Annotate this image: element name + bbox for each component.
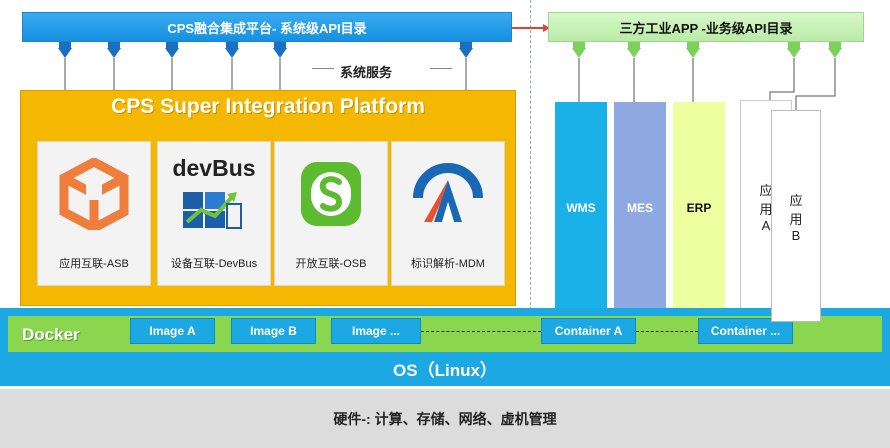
api-pin xyxy=(58,42,72,58)
service-label-line-right xyxy=(430,68,452,69)
hardware-band: 硬件-: 计算、存储、网络、虚机管理 xyxy=(0,389,890,448)
card-osb[interactable]: 开放互联-OSB xyxy=(274,141,388,286)
api-pin xyxy=(459,42,473,58)
api-pin xyxy=(165,42,179,58)
os-label: OS（Linux） xyxy=(393,361,497,380)
card-devbus-label: 设备互联-DevBus xyxy=(170,258,258,270)
container-more[interactable]: Container ... xyxy=(698,318,793,344)
api-pin xyxy=(572,42,586,58)
container-dashed-link xyxy=(636,331,698,332)
card-asb[interactable]: 应用互联-ASB xyxy=(37,141,151,286)
api-link-arrow xyxy=(512,24,550,32)
docker-image-label: Image ... xyxy=(351,324,401,338)
app-a-char: 应 xyxy=(759,182,773,198)
cps-platform-panel: CPS Super Integration Platform 应用互联-ASB … xyxy=(20,90,516,306)
docker-image-b[interactable]: Image B xyxy=(231,318,316,344)
cps-api-catalog-bar[interactable]: CPS融合集成平台- 系统级API目录 xyxy=(22,12,512,42)
docker-image-more[interactable]: Image ... xyxy=(331,318,421,344)
app-erp-label: ERP xyxy=(686,201,712,215)
card-devbus[interactable]: devBus 设备互联-DevBus xyxy=(157,141,271,286)
app-mes-label: MES xyxy=(626,201,653,215)
container-label: Container ... xyxy=(710,324,781,338)
app-b-char: 应 xyxy=(789,192,803,208)
section-divider xyxy=(530,0,531,310)
devbus-logo-text: devBus xyxy=(172,155,255,181)
card-asb-label: 应用互联-ASB xyxy=(59,258,129,270)
api-pin xyxy=(107,42,121,58)
card-osb-label: 开放互联-OSB xyxy=(295,258,367,270)
third-party-api-catalog-bar[interactable]: 三方工业APP -业务级API目录 xyxy=(548,12,864,42)
app-wms[interactable]: WMS xyxy=(555,102,607,314)
card-mdm-label: 标识解析-MDM xyxy=(411,258,485,270)
service-label-line-left xyxy=(312,68,334,69)
container-a[interactable]: Container A xyxy=(541,318,636,344)
app-a-char: 用 xyxy=(759,201,773,217)
image-container-dashed-link xyxy=(421,331,541,332)
app-wms-label: WMS xyxy=(566,201,596,215)
system-service-label: 系统服务 xyxy=(340,65,393,80)
app-mes[interactable]: MES xyxy=(614,102,666,314)
app-erp[interactable]: ERP xyxy=(673,102,725,314)
app-b-char: B xyxy=(791,227,801,243)
platform-title: CPS Super Integration Platform xyxy=(111,95,425,118)
mdm-peak-icon xyxy=(412,158,484,235)
third-party-api-catalog-label: 三方工业APP -业务级API目录 xyxy=(619,20,793,36)
container-label: Container A xyxy=(554,324,623,338)
app-b-char: 用 xyxy=(789,211,803,227)
asb-cube-icon xyxy=(58,156,130,235)
api-pin xyxy=(225,42,239,58)
api-pin xyxy=(627,42,641,58)
hardware-label: 硬件-: 计算、存储、网络、虚机管理 xyxy=(333,410,557,427)
osb-s-icon xyxy=(297,158,365,235)
api-pin xyxy=(273,42,287,58)
docker-image-a[interactable]: Image A xyxy=(130,318,215,344)
app-a-char: A xyxy=(761,217,771,233)
docker-image-label: Image A xyxy=(149,324,196,338)
cps-api-catalog-label: CPS融合集成平台- 系统级API目录 xyxy=(167,20,367,36)
docker-image-label: Image B xyxy=(250,324,297,338)
devbus-logo-icon: devBus xyxy=(171,152,257,241)
card-mdm[interactable]: 标识解析-MDM xyxy=(391,141,505,286)
app-b[interactable]: 应 用 B xyxy=(771,110,821,322)
api-pin xyxy=(787,42,801,58)
docker-label: Docker xyxy=(22,325,80,344)
api-pin xyxy=(686,42,700,58)
api-pin xyxy=(828,42,842,58)
